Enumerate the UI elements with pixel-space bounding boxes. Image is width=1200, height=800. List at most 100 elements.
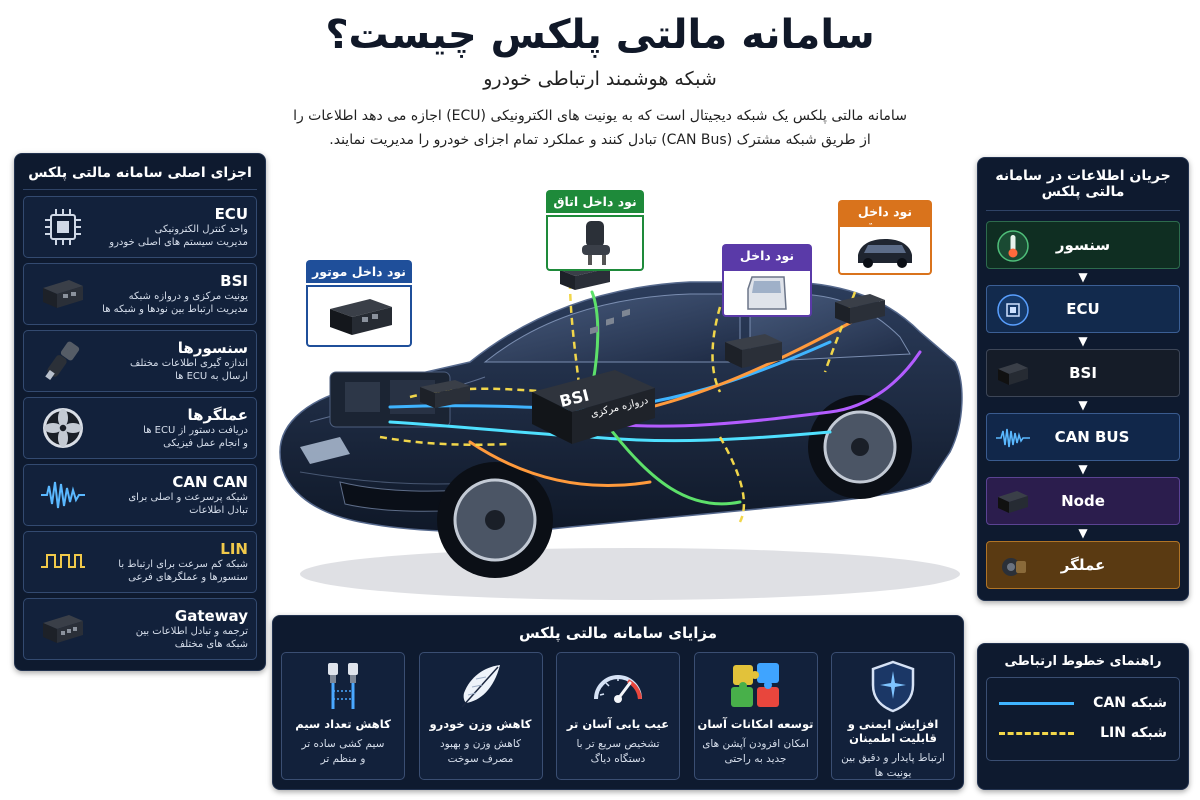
module-icon: [36, 269, 90, 319]
fan-icon: [36, 403, 90, 453]
legend-row-can: شبکه CAN: [999, 688, 1167, 718]
components-title: اجزای اصلی سامانه مالتی پلکس: [23, 162, 257, 190]
chip-icon: [36, 202, 90, 252]
benefit-desc: امکان افزودن آپشن های: [702, 738, 809, 750]
legend-title: راهنمای خطوط ارتباطی: [1004, 654, 1162, 669]
page-subtitle: شبکه هوشمند ارتباطی خودرو: [483, 68, 717, 90]
flow-step-actuator: عملگر: [986, 541, 1180, 589]
benefits-title: مزایای سامانه مالتی پلکس: [518, 624, 717, 642]
benefit-title: توسعه امکانات آسان: [697, 717, 814, 731]
cable-icon: [285, 657, 401, 715]
legend-can-line: [999, 701, 1075, 705]
down-arrow-icon: ▼: [1078, 526, 1088, 540]
component-gateway: Gateway ترجمه و تبادل اطلاعات بین شبکه ه…: [23, 598, 257, 660]
component-desc: تبادل اطلاعات: [189, 505, 248, 516]
component-desc: شبکه کم سرعت برای ارتباط با: [118, 559, 248, 570]
benefit-title: افزایش ایمنی و قابلیت اطمینان: [847, 717, 939, 745]
component-desc: اندازه گیری اطلاعات مختلف: [130, 358, 248, 369]
node-engine-label: نود داخل موتور: [306, 260, 412, 283]
component-lin: LIN شبکه کم سرعت برای ارتباط با سنسورها …: [23, 531, 257, 593]
chip-icon: [995, 292, 1031, 328]
flow-step-sensor: سنسور: [986, 221, 1180, 269]
flow-step-ecu: ECU: [986, 285, 1180, 333]
puzzle-icon: [698, 657, 814, 715]
benefit-desc: تشخیص سریع تر با: [576, 738, 660, 750]
benefit-desc: دستگاه دیاگ: [590, 753, 646, 765]
legend-panel: راهنمای خطوط ارتباطی شبکه CAN شبکه LIN: [977, 643, 1189, 790]
feather-icon: [423, 657, 539, 715]
down-arrow-icon: ▼: [1078, 462, 1088, 476]
component-desc: شبکه پرسرعت و اصلی برای: [128, 492, 248, 503]
benefit-desc: ارتباط پایدار و دقیق بین: [841, 752, 945, 764]
node-cabin-frame: [546, 215, 644, 271]
component-name: عملگرها: [187, 406, 248, 424]
page-title: سامانه مالتی پلکس چیست؟: [325, 12, 875, 58]
benefit-desc: سیم کشی ساده تر: [301, 738, 385, 750]
car-diagram: BSI دروازه مرکزی نود داخل موتور نود داخل…: [270, 182, 970, 614]
node-trunk-frame: [838, 225, 932, 275]
component-desc: و انجام عمل فیزیکی: [163, 438, 248, 449]
component-actuators: عملگرها دریافت دستور از ECU ها و انجام ع…: [23, 397, 257, 459]
legend-label: شبکه LIN: [1100, 725, 1167, 741]
car-module: [420, 380, 470, 408]
down-arrow-icon: ▼: [1078, 398, 1088, 412]
flow-step-label: Node: [1061, 492, 1105, 510]
can-wave-icon: [995, 420, 1031, 456]
can-wave-icon: [36, 470, 90, 520]
flow-step-label: CAN BUS: [1054, 428, 1130, 446]
node-cabin-label: نود داخل اتاق: [546, 190, 644, 213]
lin-wave-icon: [36, 537, 90, 587]
component-name: CAN CAN: [172, 473, 248, 491]
flow-title: جریان اطلاعات در سامانه مالتی پلکس: [986, 164, 1180, 211]
benefit-wiring: کاهش تعداد سیم سیم کشی ساده تر و منظم تر: [281, 652, 405, 780]
component-sensors: سنسورها اندازه گیری اطلاعات مختلف ارسال …: [23, 330, 257, 392]
benefit-title: عیب یابی آسان تر: [566, 717, 670, 731]
flow-step-label: ECU: [1066, 300, 1100, 318]
component-name: LIN: [220, 540, 248, 558]
engine-module-icon: [330, 299, 392, 335]
component-desc: یونیت مرکزی و دروازه شبکه: [128, 291, 248, 302]
benefit-title: کاهش تعداد سیم: [295, 717, 391, 731]
flow-step-label: BSI: [1069, 364, 1097, 382]
benefit-safety: افزایش ایمنی و قابلیت اطمینان ارتباط پای…: [831, 652, 955, 780]
component-name: BSI: [220, 272, 248, 290]
down-arrow-icon: ▼: [1078, 334, 1088, 348]
benefit-desc: کاهش وزن و بهبود: [439, 738, 522, 750]
benefit-desc: جدید به راحتی: [724, 753, 787, 765]
benefit-desc: مصرف سوخت: [447, 753, 514, 765]
benefit-title: کاهش وزن خودرو: [429, 717, 532, 731]
benefit-expandable: توسعه امکانات آسان امکان افزودن آپشن های…: [693, 652, 818, 780]
car-rear-icon: [858, 239, 912, 268]
flow-step-label: عملگر: [1060, 556, 1106, 574]
actuator-icon: [995, 548, 1031, 584]
component-desc: سنسورها و عملگرهای فرعی: [128, 572, 248, 583]
component-desc: واحد کنترل الکترونیکی: [154, 224, 248, 235]
component-desc: مدیریت ارتباط بین نودها و شبکه ها: [102, 304, 248, 315]
component-desc: ارسال به ECU ها: [175, 371, 248, 382]
legend-box: شبکه CAN شبکه LIN: [986, 677, 1180, 761]
component-desc: مدیریت سیستم های اصلی خودرو: [109, 237, 248, 248]
module-icon: [995, 356, 1031, 392]
benefits-panel: مزایای سامانه مالتی پلکس افزایش ایمنی و …: [272, 615, 964, 790]
benefit-desc: و منظم تر: [320, 753, 366, 765]
component-ecu: ECU واحد کنترل الکترونیکی مدیریت سیستم ه…: [23, 196, 257, 258]
flow-step-canbus: CAN BUS: [986, 413, 1180, 461]
door-icon: [747, 276, 787, 310]
legend-lin-line: [999, 731, 1075, 735]
seat-icon: [582, 221, 610, 265]
component-desc: ترجمه و تبادل اطلاعات بین: [135, 626, 248, 637]
legend-row-lin: شبکه LIN: [999, 718, 1167, 748]
car-illustration: BSI دروازه مرکزی: [279, 262, 963, 600]
bsi-module: [532, 308, 655, 444]
legend-label: شبکه CAN: [1093, 695, 1167, 711]
benefit-desc: یونیت ها: [874, 767, 912, 779]
component-bsi: BSI یونیت مرکزی و دروازه شبکه مدیریت ارت…: [23, 263, 257, 325]
flow-step-label: سنسور: [1055, 236, 1111, 254]
component-name: ECU: [214, 205, 248, 223]
flow-step-node: Node: [986, 477, 1180, 525]
shield-icon: [835, 657, 951, 715]
node-door-frame: [722, 269, 812, 317]
components-panel: اجزای اصلی سامانه مالتی پلکس ECU واحد کن…: [14, 153, 266, 671]
component-desc: شبکه های مختلف: [174, 639, 248, 650]
component-desc: دریافت دستور از ECU ها: [143, 425, 248, 436]
